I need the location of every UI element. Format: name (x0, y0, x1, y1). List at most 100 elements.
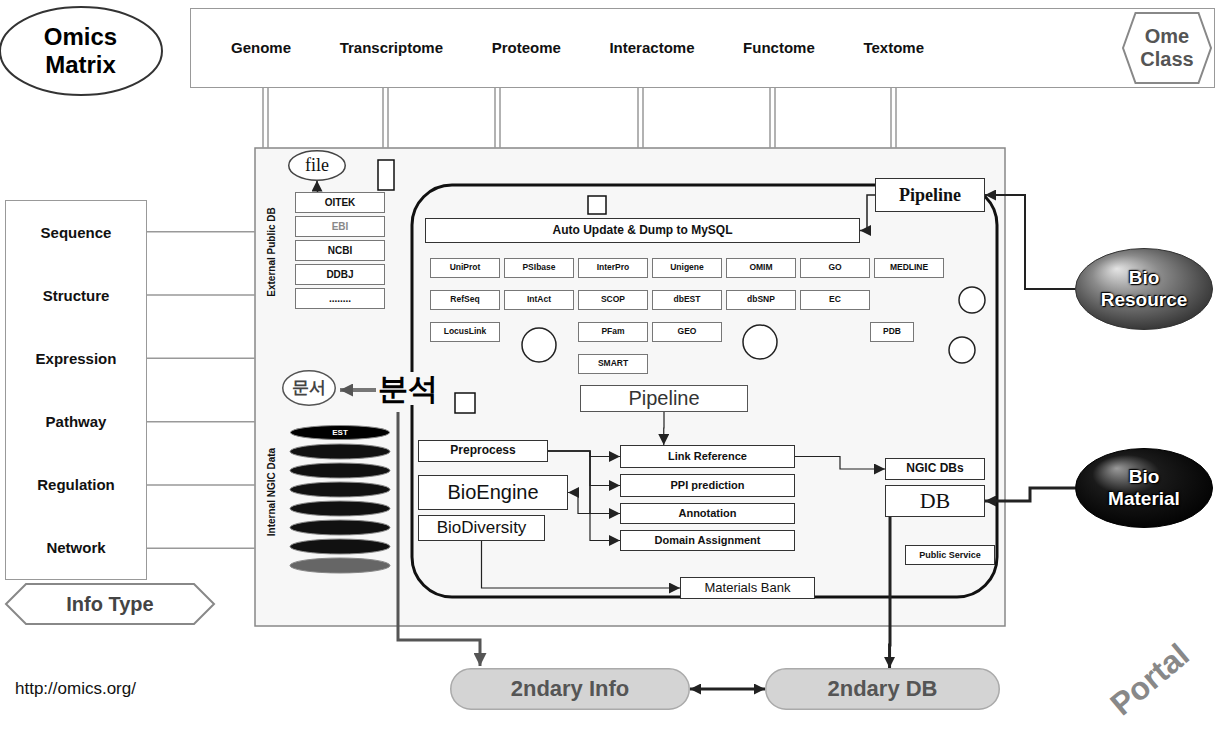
data-disk (290, 501, 390, 516)
process-circle (522, 328, 556, 362)
info-tick (147, 484, 255, 486)
node-text: PDB (883, 327, 901, 337)
node-text: dbSNP (747, 295, 775, 305)
connector-arrow (860, 195, 875, 231)
process-box: Preprocess (418, 440, 548, 462)
connector-arrow (985, 488, 1075, 501)
engine-box: BioDiversity (418, 515, 545, 541)
database-box: NGIC DBs (885, 458, 985, 480)
system-panel (255, 148, 1005, 626)
pipeline-box: Pipeline (875, 178, 985, 212)
document-circle-shape (283, 371, 336, 406)
ome-tick (774, 88, 776, 148)
node-text: 문서 (292, 378, 326, 398)
node-text: Annotation (678, 507, 736, 520)
type-hexagon-shape (6, 584, 214, 624)
bank-box: Materials Bank (680, 577, 815, 599)
node-text: Info Type (66, 593, 153, 616)
data-disk (290, 482, 390, 497)
node-text: Network (46, 539, 105, 556)
database-box: GO (800, 258, 870, 278)
secondary-pill-shape (766, 669, 1000, 710)
database-box: EC (800, 290, 870, 310)
node-text: Genome (231, 39, 291, 56)
node-text: InterPro (597, 263, 630, 273)
node-text: Textome (863, 39, 924, 56)
process-box: Annotation (620, 503, 795, 524)
ome-tick (267, 88, 269, 148)
resource-sphere-shape (1076, 249, 1213, 330)
title-ellipse-shape (0, 7, 162, 95)
database-box: IntAct (504, 290, 574, 310)
node-text: Proteome (492, 39, 561, 56)
data-disk (290, 558, 390, 573)
info-tick (147, 421, 255, 423)
connector-arrow (568, 493, 620, 514)
ome-class-band: GenomeTranscriptomeProteomeInteractomeFu… (190, 8, 1215, 88)
ome-tick (895, 88, 897, 148)
node-text: Expression (36, 350, 117, 367)
node-text: PSIbase (522, 263, 555, 273)
data-disk (290, 520, 390, 535)
node-text: Pipeline (628, 387, 699, 410)
node-text: PPI prediction (671, 479, 745, 492)
node-text: BioEngine (447, 481, 538, 504)
process-circle (949, 337, 975, 363)
material-sphere-shape (1076, 449, 1213, 528)
node-text: dbEST (674, 295, 701, 305)
database-box: RefSeq (430, 290, 500, 310)
group-label: External Public DB (266, 207, 277, 296)
node-text: 2ndary Info (511, 676, 630, 701)
node-text: Ome Class (1137, 25, 1197, 71)
portal-watermark: Portal (1104, 637, 1196, 722)
analysis-label: 분석 (378, 372, 438, 405)
source-box: EBI (295, 216, 385, 237)
service-box: Public Service (905, 545, 995, 565)
data-disk (290, 463, 390, 478)
ome-tick (387, 88, 389, 148)
class-hexagon: Ome Class (1122, 12, 1212, 84)
resource-sphere: Bio Resource (1075, 248, 1213, 330)
group-label: Internal NGIC Data (266, 448, 277, 536)
node-text: DDBJ (326, 269, 353, 281)
node-text: Transcriptome (340, 39, 443, 56)
connector-arrow (548, 451, 620, 457)
file-ellipse: file (288, 150, 346, 181)
database-box: dbEST (652, 290, 722, 310)
url-label: http://omics.org/ (15, 680, 136, 699)
node-text: Unigene (670, 263, 704, 273)
node-text: NGIC DBs (906, 462, 963, 476)
node-text: DB (920, 488, 951, 513)
node-text: 2ndary DB (827, 676, 937, 701)
connector-arrow (888, 517, 891, 668)
database-box: InterPro (578, 258, 648, 278)
node-text: Bio Material (1097, 466, 1192, 510)
node-text: EST (332, 428, 348, 437)
engine-box: BioEngine (418, 475, 568, 510)
database-box: MEDLINE (874, 258, 944, 278)
buffer-square (455, 393, 475, 413)
source-box: DDBJ (295, 264, 385, 285)
node-text: Sequence (41, 224, 112, 241)
node-text: Public Service (919, 550, 981, 560)
node-text: Bio Resource (1097, 267, 1192, 311)
data-disk (290, 444, 390, 459)
secondary-pill: 2ndary Info (450, 668, 690, 710)
node-text: Interactome (609, 39, 694, 56)
node-text: GEO (678, 327, 697, 337)
database-box: LocusLink (430, 322, 500, 342)
node-text: Structure (43, 287, 110, 304)
connector-arrow (795, 457, 885, 470)
database-box: PFam (578, 322, 648, 342)
database-box: PSIbase (504, 258, 574, 278)
connector-arrow (985, 195, 1075, 289)
node-text: LocusLink (444, 327, 487, 337)
database-box: OMIM (726, 258, 796, 278)
buffer-square (588, 196, 606, 214)
data-disk (290, 539, 390, 554)
process-box: PPI prediction (620, 474, 795, 497)
node-text: EBI (332, 221, 349, 233)
node-text: Pipeline (899, 185, 961, 206)
connector-arrow (663, 412, 664, 446)
database-box: Unigene (652, 258, 722, 278)
